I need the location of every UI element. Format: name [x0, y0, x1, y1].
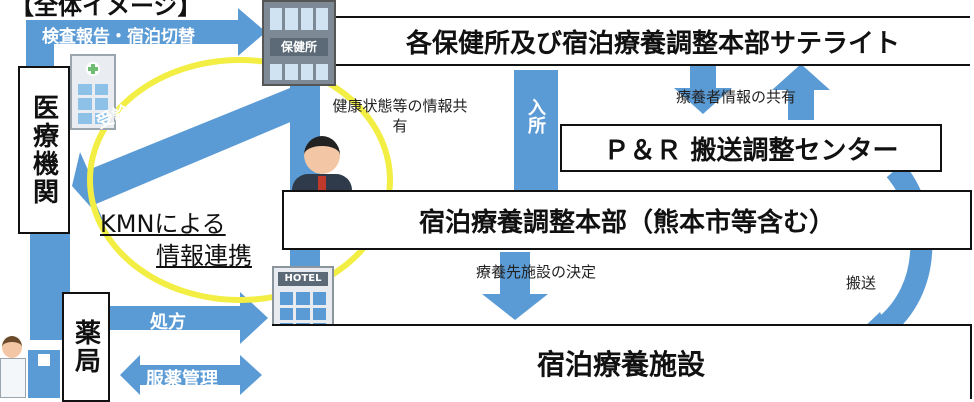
medication-management-label: 服薬管理 [146, 369, 218, 390]
admission-arrow [514, 70, 558, 190]
consultation-arrow [72, 88, 300, 222]
accommodation-hq-box: 宿泊療養調整本部（熊本市等含む） [282, 190, 972, 250]
health-info-share-label: 健康状態等の情報共有 [332, 97, 468, 135]
health-center-sign: 保健所 [270, 38, 328, 56]
health-center-satellite-box: 各保健所及び宿泊療養調整本部サテライト [336, 16, 970, 66]
transport-label: 搬送 [846, 274, 877, 292]
health-center-building-icon: 保健所 [262, 0, 336, 86]
pharmacist-icon [0, 336, 62, 399]
header-fragment: 【全体イメージ】 [10, 0, 202, 20]
hospital-icon [70, 54, 116, 130]
pharmacy-box: 薬局 [62, 292, 110, 402]
medication-arrow [120, 355, 262, 395]
transport-arrow [873, 162, 933, 339]
pr-transport-center-box: Ｐ＆Ｒ 搬送調整センター [560, 124, 942, 172]
inspection-report-label: 検査報告・宿泊切替 [42, 27, 195, 47]
medical-institution-box: 医療機関 [18, 66, 70, 234]
facility-decision-label: 療養先施設の決定 [476, 263, 597, 281]
accommodation-facility-box: 宿泊療養施設 [272, 324, 972, 399]
decision-arrow [482, 252, 548, 320]
kmn-label-line1: KMNによる [100, 210, 226, 238]
admission-label: 入所 [525, 98, 546, 134]
prescription-arrow [110, 292, 268, 344]
info-share-ellipse [87, 57, 393, 303]
kmn-label-line2: 情報連携 [156, 242, 252, 270]
patient-info-share-label: 療養者情報の共有 [676, 88, 797, 106]
info-down-arrow [674, 58, 732, 114]
inspection-arrow [26, 8, 266, 56]
hotel-sign: HOTEL [278, 272, 328, 286]
prescription-label: 処方 [150, 312, 186, 333]
info-up-arrow [772, 64, 830, 120]
